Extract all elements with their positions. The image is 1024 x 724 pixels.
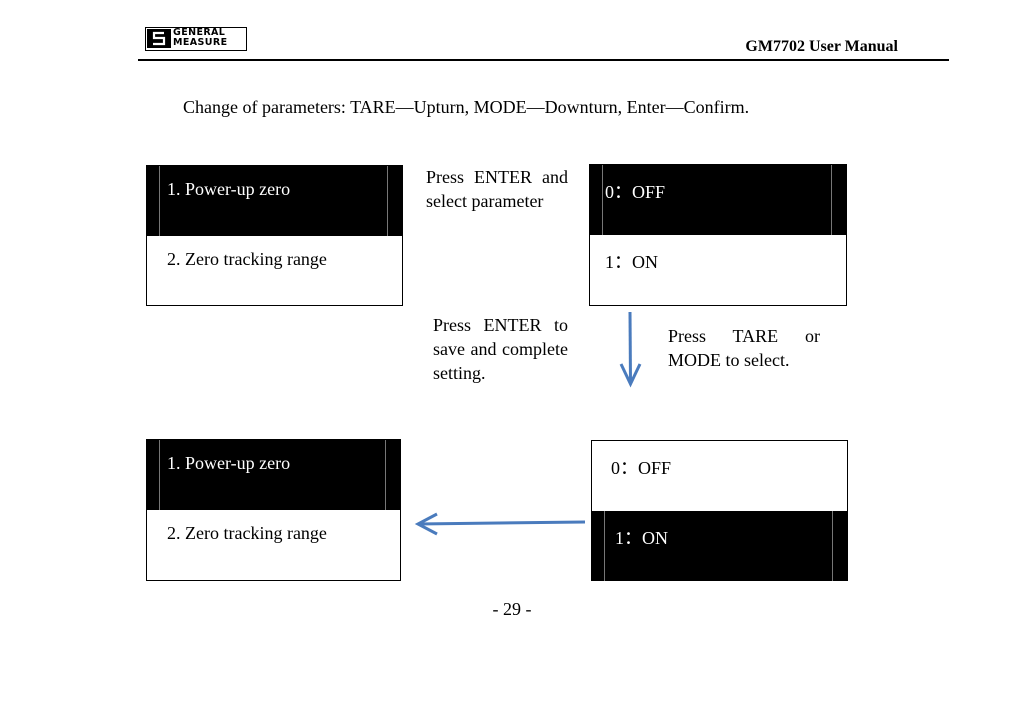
option-label: 0：OFF bbox=[611, 458, 672, 478]
page-number: - 29 - bbox=[492, 599, 532, 619]
option-on: 1：ON bbox=[592, 511, 847, 581]
option-label: 0：OFF bbox=[605, 182, 666, 202]
menu-box-bottom-left: 1. Power-up zero 2. Zero tracking range bbox=[146, 439, 401, 581]
logo-text-line1: GENERAL bbox=[173, 27, 226, 38]
menu-box-top-left: 1. Power-up zero 2. Zero tracking range bbox=[146, 165, 403, 306]
header-divider bbox=[138, 59, 949, 61]
note-tare-mode: Press TARE or MODE to select. bbox=[668, 326, 820, 370]
menu-item-label: 2. Zero tracking range bbox=[167, 249, 327, 269]
logo-text: GENERAL MEASURE bbox=[173, 28, 227, 48]
menu-item-label: 1. Power-up zero bbox=[167, 179, 291, 199]
logo-text-line2: MEASURE bbox=[173, 37, 228, 48]
logo-mark-icon bbox=[147, 29, 171, 48]
note-save: Press ENTER to save and complete setting… bbox=[433, 315, 568, 383]
down-arrow-icon bbox=[619, 311, 642, 388]
option-label: 1：ON bbox=[615, 528, 668, 548]
menu-item-zero-tracking-range: 2. Zero tracking range bbox=[147, 510, 400, 580]
menu-item-power-up-zero: 1. Power-up zero bbox=[147, 166, 402, 236]
menu-box-top-right: 0：OFF 1：ON bbox=[589, 164, 847, 306]
menu-box-bottom-right: 0：OFF 1：ON bbox=[591, 440, 848, 581]
menu-item-power-up-zero: 1. Power-up zero bbox=[147, 440, 400, 510]
menu-item-label: 1. Power-up zero bbox=[167, 453, 291, 473]
note-select-parameter: Press ENTER and select parameter bbox=[426, 167, 568, 211]
option-label: 1：ON bbox=[605, 252, 658, 272]
menu-item-zero-tracking-range: 2. Zero tracking range bbox=[147, 236, 402, 306]
instruction-text: Change of parameters: TARE—Upturn, MODE—… bbox=[183, 97, 750, 117]
option-off: 0：OFF bbox=[592, 441, 847, 511]
general-measure-logo: GENERAL MEASURE bbox=[145, 27, 247, 51]
option-on: 1：ON bbox=[590, 235, 846, 305]
left-arrow-icon bbox=[414, 512, 586, 536]
option-off: 0：OFF bbox=[590, 165, 846, 235]
manual-title: GM7702 User Manual bbox=[745, 38, 898, 55]
menu-item-label: 2. Zero tracking range bbox=[167, 523, 327, 543]
